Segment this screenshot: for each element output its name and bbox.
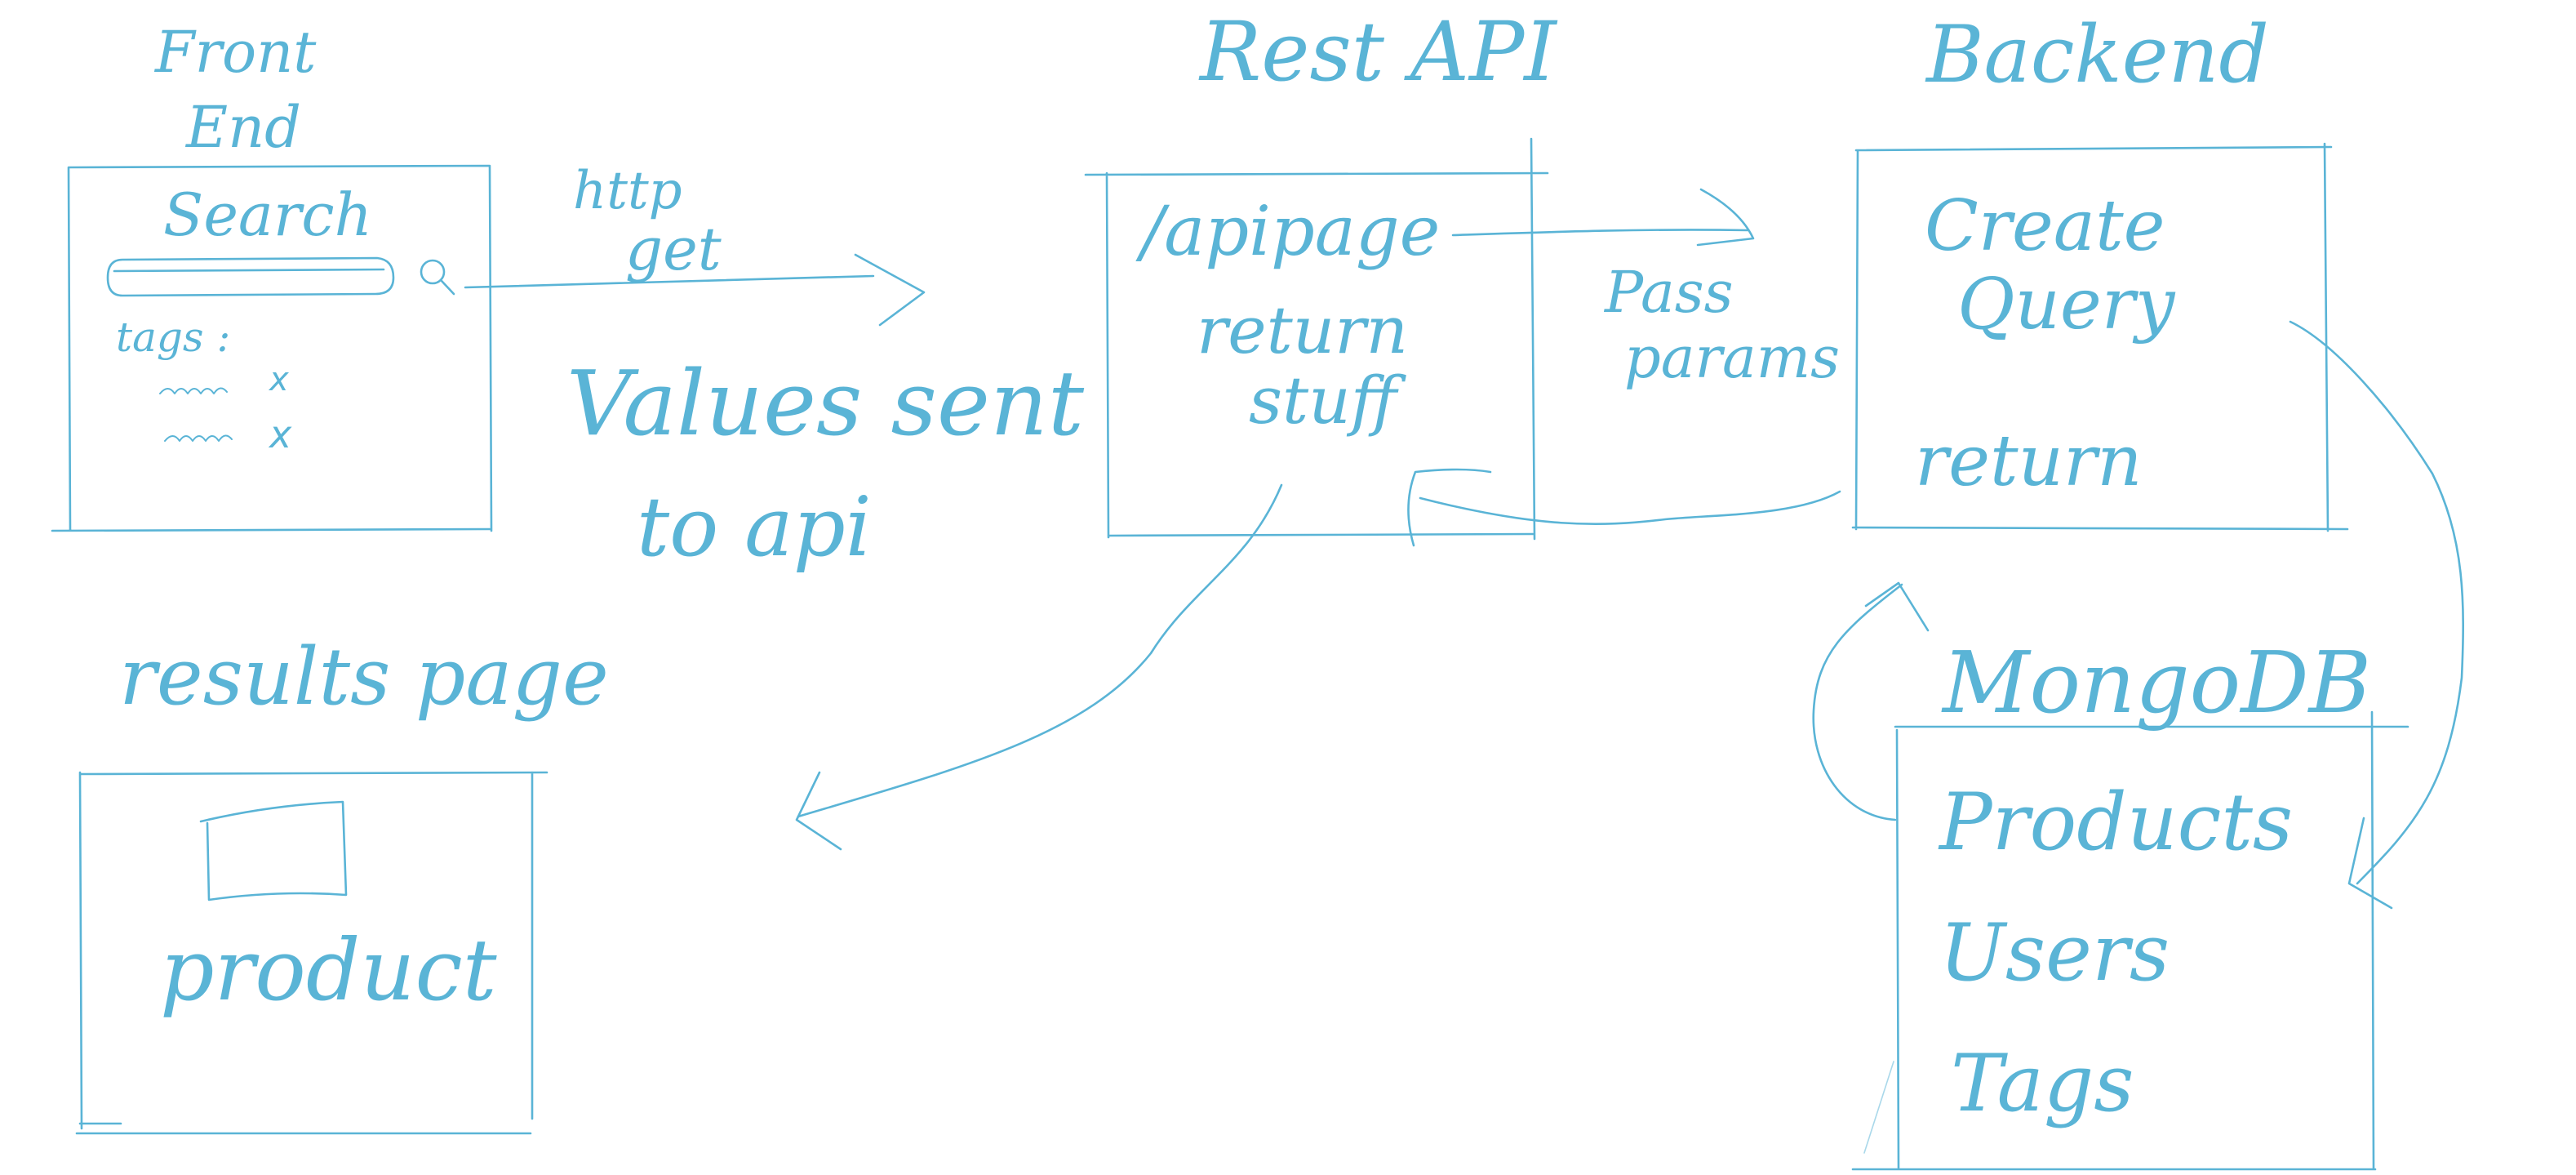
request-note-line2: to api: [637, 479, 872, 575]
mongodb-item-products: Products: [1938, 777, 2293, 868]
tag-item-scribble: [164, 434, 233, 442]
frontend-section: Front End Search tags : x x: [51, 19, 493, 532]
backend-return-arrow: [1407, 468, 1841, 547]
tag-list: x x: [159, 361, 292, 456]
request-label-line1: http: [573, 161, 682, 221]
backend-create-line1: Create: [1925, 185, 2165, 267]
mongodb-box-edge-trace: [1863, 1061, 1894, 1154]
results-title: results page: [119, 631, 609, 723]
tag-item-scribble: [159, 387, 228, 394]
rest-api-return-line1: return: [1197, 292, 1408, 368]
product-label: product: [160, 920, 497, 1020]
frontend-box: [51, 164, 493, 532]
backend-return-label: return: [1915, 421, 2142, 502]
tag-remove-icon: x: [268, 361, 289, 398]
pass-params-arrow: [1451, 188, 1755, 247]
mongodb-box: [1851, 710, 2409, 1171]
rest-api-section: Rest API /apipage return stuff: [1084, 4, 1558, 541]
rest-api-return-line2: stuff: [1249, 363, 1407, 438]
results-box: [75, 771, 549, 1135]
search-label: Search: [163, 180, 372, 249]
mongodb-item-tags: Tags: [1951, 1038, 2134, 1129]
frontend-title-line2: End: [184, 94, 301, 161]
backend-box: [1851, 142, 2349, 532]
mongodb-item-users: Users: [1939, 907, 2170, 999]
rest-api-route: /apipage: [1135, 191, 1440, 271]
rest-api-title: Rest API: [1198, 4, 1558, 100]
tag-remove-icon: x: [268, 412, 292, 456]
backend-create-line2: Query: [1957, 264, 2176, 345]
mongodb-title: MongoDB: [1941, 633, 2371, 732]
backend-section: Backend Create Query return: [1851, 9, 2349, 532]
pass-params-line1: Pass: [1603, 259, 1734, 326]
search-input-sketch: [106, 256, 395, 297]
tags-label: tags :: [116, 314, 230, 361]
frontend-title-line1: Front: [153, 19, 317, 86]
results-section: results page product: [75, 631, 609, 1135]
rest-api-box: [1084, 137, 1549, 541]
search-magnifier-icon: [420, 259, 455, 296]
backend-to-mongodb-arrow: [2289, 320, 2464, 910]
pass-params-line2: params: [1624, 324, 1840, 391]
request-section: http get Values sent to api: [464, 161, 1085, 575]
mongodb-section: MongoDB Products Users Tags: [1851, 633, 2409, 1171]
http-get-arrow: [464, 253, 926, 327]
request-label-line2: get: [625, 215, 722, 283]
request-note-line1: Values sent: [566, 351, 1085, 456]
pass-params-section: Pass params: [1451, 188, 1840, 391]
product-image-placeholder: [199, 800, 348, 901]
mongodb-to-backend-arrow: [1812, 581, 1930, 821]
backend-title: Backend: [1925, 9, 2269, 100]
rest-to-results-arrow: [795, 483, 1283, 851]
